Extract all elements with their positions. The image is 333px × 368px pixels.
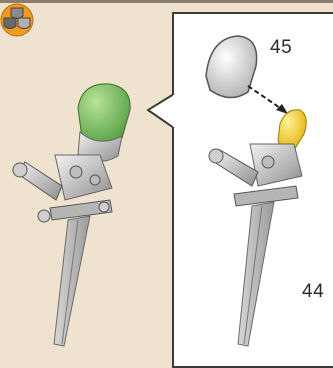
target-part-number-label: 44	[302, 281, 324, 303]
instruction-step: 45 44	[0, 0, 333, 354]
part-number-label: 45	[270, 37, 292, 59]
arm-assembly-right	[176, 16, 333, 354]
